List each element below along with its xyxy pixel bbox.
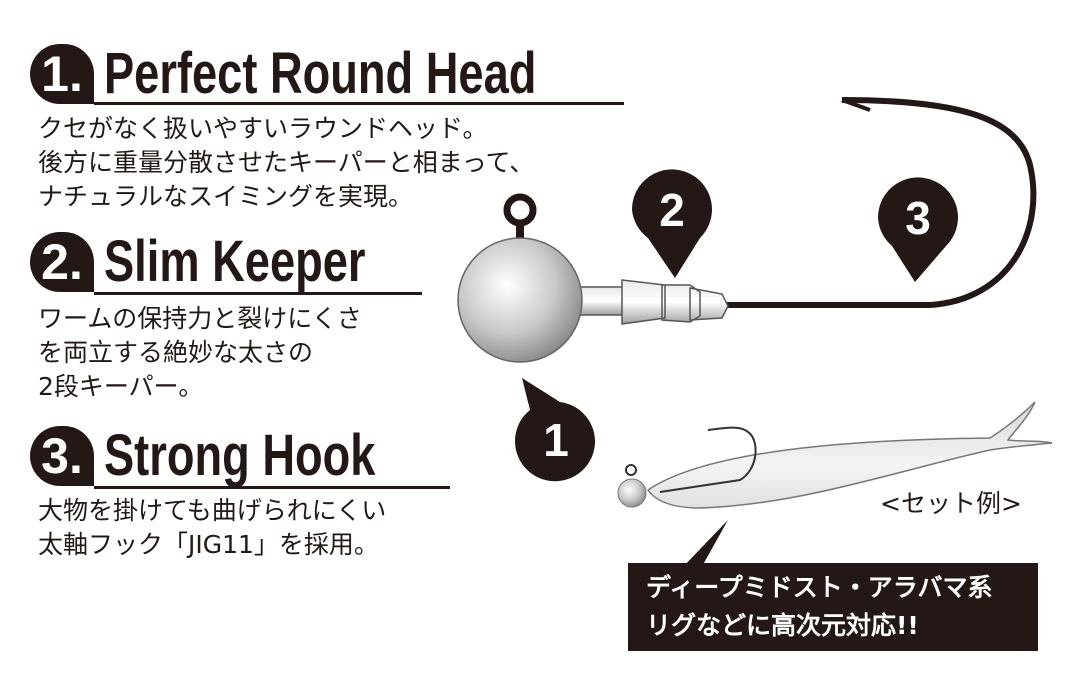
feature-1-line: ナチュラルなスイミングを実現。 bbox=[38, 182, 414, 211]
hook-barb bbox=[841, 98, 871, 112]
feature-1-line: クセがなく扱いやすいラウンドヘッド。 bbox=[38, 114, 488, 143]
set-example-illustration bbox=[617, 401, 1053, 570]
feature-2-badge: 2. bbox=[30, 232, 94, 292]
feature-2-line: ワームの保持力と裂けにくさ bbox=[38, 304, 362, 333]
worm bbox=[646, 401, 1053, 509]
feature-3-line: 太軸フック「JIG11」を採用。 bbox=[38, 530, 379, 559]
callout-tail bbox=[680, 520, 728, 570]
feature-3-underline bbox=[94, 486, 450, 489]
feature-1-underline bbox=[94, 102, 624, 105]
hook bbox=[725, 97, 1037, 308]
marker-1: 1 bbox=[515, 378, 596, 482]
line-eye bbox=[503, 193, 537, 227]
feature-3-title: Strong Hook bbox=[104, 423, 376, 488]
small-head bbox=[617, 478, 647, 508]
feature-3-description: 大物を掛けても曲げられにくい 太軸フック「JIG11」を採用。 bbox=[38, 494, 386, 562]
feature-1-badge: 1. bbox=[30, 44, 94, 104]
marker-3: 3 bbox=[877, 177, 958, 282]
marker-1-label: 1 bbox=[543, 414, 569, 466]
feature-1-description: クセがなく扱いやすいラウンドヘッド。 後方に重量分散させたキーパーと相まって、 … bbox=[38, 112, 534, 214]
marker-2-label: 2 bbox=[659, 184, 685, 236]
set-example-label: <セット例> bbox=[880, 489, 1022, 518]
marker-2: 2 bbox=[631, 169, 712, 278]
feature-2-description: ワームの保持力と裂けにくさ を両立する絶妙な太さの 2段キーパー。 bbox=[38, 302, 362, 404]
callout-line: ディープミドスト・アラバマ系 bbox=[646, 573, 993, 602]
slim-keeper bbox=[621, 279, 729, 325]
feature-3-badge: 3. bbox=[30, 426, 94, 486]
feature-2-line: を両立する絶妙な太さの bbox=[38, 338, 314, 367]
feature-2-underline bbox=[94, 292, 422, 295]
callout-line: リグなどに高次元対応!! bbox=[646, 611, 919, 640]
feature-1-title: Perfect Round Head bbox=[104, 41, 537, 106]
feature-3-line: 大物を掛けても曲げられにくい bbox=[38, 496, 387, 525]
marker-3-label: 3 bbox=[905, 192, 931, 244]
feature-1-line: 後方に重量分散させたキーパーと相まって、 bbox=[38, 148, 535, 177]
feature-2-title: Slim Keeper bbox=[104, 229, 366, 294]
round-head bbox=[457, 237, 583, 363]
callout-box: ディープミドスト・アラバマ系 リグなどに高次元対応!! bbox=[628, 563, 1038, 651]
feature-2-line: 2段キーパー。 bbox=[38, 372, 204, 401]
